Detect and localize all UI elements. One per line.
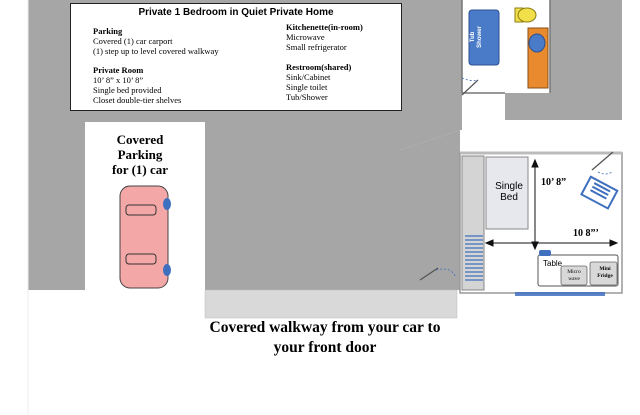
parking-label-line-1: Covered [116,132,164,147]
walkway-label-line-1: Covered walkway from your car to [209,319,441,336]
sink [528,33,546,53]
single-bed [485,156,529,230]
dimension-horizontal-label: 10 8”’ [573,228,599,239]
kitchenette-info: Kitchenette(in-room) Microwave Small ref… [286,22,363,52]
tub-label-line-2: Shower [477,26,483,48]
upper-right-block [550,0,622,120]
room-window [591,151,614,171]
table-label: Table [543,259,563,268]
hallway-area [400,130,460,290]
parking-line-2: (1) step up to level covered walkway [93,46,219,56]
closet [461,155,485,291]
closet-hangers [465,235,483,281]
info-box: Private 1 Bedroom in Quiet Private Home … [70,3,402,111]
walkway-label: Covered walkway from your car to your fr… [150,318,500,358]
microwave-label-line-2: wave [568,276,580,282]
tub-shower [468,9,500,66]
private-room-line-1: 10’ 8” x 10’ 8” [93,75,144,85]
covered-walkway [205,290,457,318]
private-room-line-3: Closet double-tier shelves [93,95,182,105]
parking-label-line-2: Parking [117,147,163,162]
chair [580,175,619,210]
private-room-heading: Private Room [93,65,144,75]
info-title: Private 1 Bedroom in Quiet Private Home [138,7,334,18]
car [119,185,171,289]
kitchenette-line-2: Small refrigerator [286,42,347,52]
dimension-horizontal [484,239,619,247]
room-bottom-blue [515,292,605,296]
tub-label-line-1: Tub [470,31,476,43]
toilet-bowl [517,7,537,23]
parking-label-line-3: for (1) car [111,162,169,177]
microwave-label-line-1: Micro [567,269,581,275]
parking-heading: Parking [93,26,123,36]
fridge-label-line-1: Mini [599,266,611,272]
restroom-heading: Restroom(shared) [286,62,352,72]
room-door [419,267,439,281]
restroom-line-2: Single toilet [286,82,328,92]
dimension-vertical-label: 10’ 8” [541,177,567,188]
bed-label-line-2: Bed [500,192,518,203]
kitchenette-line-1: Microwave [286,32,325,42]
fridge-label: Mini Fridge [592,266,618,280]
parking-label: Covered Parking for (1) car [105,132,175,177]
restroom-info: Restroom(shared) Sink/Cabinet Single toi… [286,62,351,102]
fridge-label-line-2: Fridge [597,273,613,279]
private-room-info: Private Room 10’ 8” x 10’ 8” Single bed … [93,65,181,105]
hallway-left-block [460,0,462,130]
table-stool [539,250,551,256]
right-wall-lower [505,93,550,120]
bed-label: Single Bed [490,181,528,203]
parking-info: Parking Covered (1) car carport (1) step… [93,26,219,56]
private-room-line-2: Single bed provided [93,85,162,95]
walkway-label-line-2: your front door [273,339,377,356]
microwave-label: Micro wave [562,269,586,283]
bed-label-line-1: Single [495,181,523,192]
restroom-line-1: Sink/Cabinet [286,72,331,82]
restroom-line-3: Tub/Shower [286,92,328,102]
parking-line-1: Covered (1) car carport [93,36,173,46]
tub-label: Tub Shower [470,22,500,52]
kitchenette-heading: Kitchenette(in-room) [286,22,363,32]
bathroom-door [461,79,479,96]
dimension-vertical [531,158,539,251]
microwave [560,265,588,286]
mini-fridge [589,261,618,286]
